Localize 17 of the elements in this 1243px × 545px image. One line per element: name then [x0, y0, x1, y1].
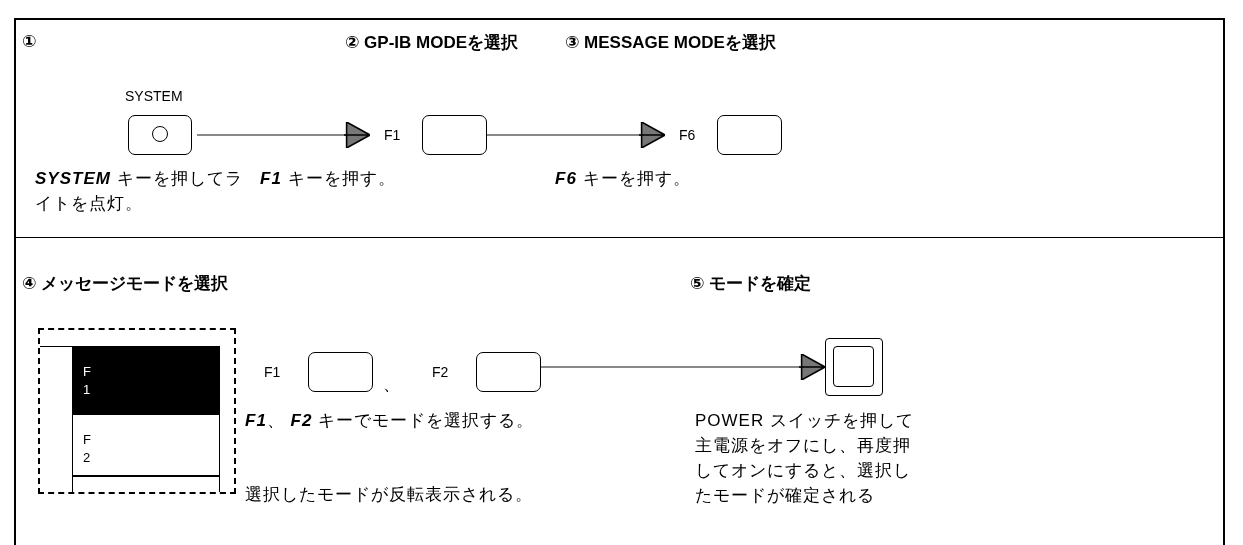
- step-heading: ② GP-IB MODEを選択: [345, 32, 519, 54]
- step-heading: ⑤ モードを確定: [690, 273, 812, 295]
- selected-menu-item: F 1: [72, 346, 220, 414]
- step-heading: ①: [22, 31, 37, 52]
- instruction-text: POWER スイッチを押して主電源をオフにし、再度押してオンにすると、選択したモードが確定される: [695, 410, 915, 507]
- menu-item: [72, 476, 220, 492]
- menu-screen: [38, 328, 236, 494]
- instruction-text: SYSTEM キーを押してライトを点灯。: [35, 168, 244, 215]
- menu-item: F 2: [72, 414, 220, 476]
- power-switch: [825, 338, 883, 396]
- step-heading: ③ MESSAGE MODEを選択: [565, 32, 776, 54]
- step-heading: ④ メッセージモードを選択: [22, 273, 229, 295]
- instruction-text: F6 キーを押す。: [555, 168, 692, 190]
- instruction-text: F1 キーを押す。: [260, 168, 397, 190]
- separator-mark: 、: [383, 374, 401, 396]
- instruction-text: F1、 F2 キーでモードを選択する。: [245, 410, 536, 432]
- instruction-text: 選択したモードが反転表示される。: [245, 484, 534, 506]
